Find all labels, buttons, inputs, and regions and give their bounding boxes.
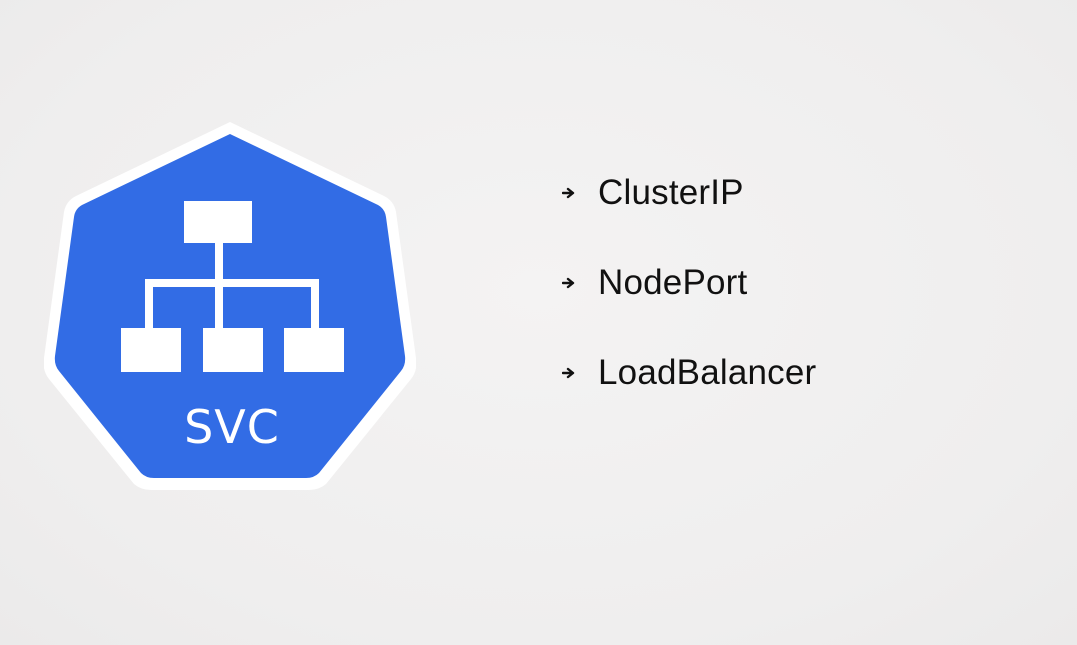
list-item: ClusterIP [562, 168, 816, 218]
kubernetes-service-icon: SVC [44, 118, 416, 490]
list-item: LoadBalancer [562, 348, 816, 398]
bullet-label-nodeport: NodePort [598, 263, 748, 302]
bullet-label-loadbalancer: LoadBalancer [598, 353, 817, 392]
arrow-right-icon [562, 186, 576, 200]
heptagon-shape [54, 134, 406, 478]
arrow-right-icon [562, 366, 576, 380]
arrow-right-icon [562, 276, 576, 290]
bullet-label-clusterip: ClusterIP [598, 173, 744, 212]
service-types-list: ClusterIP NodePort LoadBalancer [562, 168, 816, 398]
svc-label: SVC [184, 400, 280, 454]
list-item: NodePort [562, 258, 816, 308]
